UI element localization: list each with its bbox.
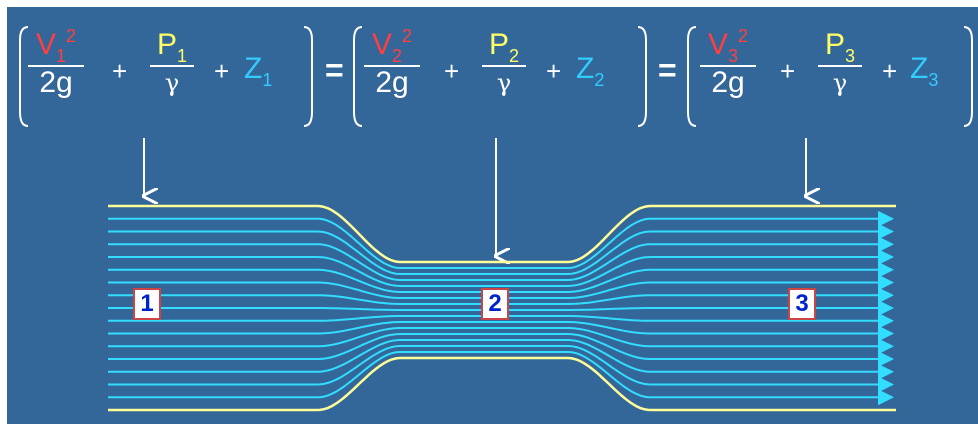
elevation-symbol-1: Z bbox=[244, 52, 263, 85]
pressure-symbol-2: P bbox=[488, 28, 509, 61]
right-bracket-3 bbox=[963, 26, 973, 127]
denominator-gamma-1: γ bbox=[164, 69, 180, 97]
streamline bbox=[108, 345, 894, 393]
equals-sign: = bbox=[325, 52, 344, 88]
fraction-bar bbox=[818, 65, 862, 67]
streamline bbox=[108, 333, 894, 367]
plus-sign: + bbox=[112, 56, 128, 86]
pressure-head-2: P2 γ bbox=[482, 28, 526, 99]
elevation-symbol-2: Z bbox=[576, 52, 595, 85]
fraction-bar bbox=[482, 65, 526, 67]
fraction-bar bbox=[150, 65, 194, 67]
denominator-2g-3: 2g bbox=[711, 66, 745, 99]
pressure-symbol-1: P bbox=[156, 28, 177, 61]
streamline bbox=[108, 236, 894, 281]
streamline bbox=[108, 249, 894, 287]
pressure-subscript-1: 1 bbox=[177, 46, 188, 66]
denominator-gamma-2: γ bbox=[496, 69, 512, 97]
pressure-subscript-2: 2 bbox=[509, 46, 520, 66]
velocity-symbol-3: V bbox=[707, 28, 728, 61]
elevation-subscript-2: 2 bbox=[594, 70, 605, 90]
velocity-subscript-2: 2 bbox=[391, 46, 402, 66]
velocity-head-1: V12 2g bbox=[28, 26, 84, 99]
streamline bbox=[108, 327, 894, 355]
velocity-head-3: V32 2g bbox=[700, 26, 756, 99]
velocity-subscript-3: 3 bbox=[727, 46, 738, 66]
left-bracket-3 bbox=[687, 26, 697, 127]
fraction-bar bbox=[700, 65, 756, 67]
diagram-panel bbox=[7, 7, 978, 424]
elevation-head-2: Z2 bbox=[576, 52, 604, 90]
velocity-exponent-1: 2 bbox=[66, 26, 77, 46]
velocity-subscript-1: 1 bbox=[55, 46, 66, 66]
velocity-exponent-3: 2 bbox=[738, 26, 749, 46]
velocity-symbol-1: V bbox=[35, 28, 56, 61]
denominator-2g-2: 2g bbox=[375, 66, 409, 99]
plus-sign: + bbox=[882, 56, 898, 86]
streamline bbox=[108, 351, 894, 406]
velocity-head-2: V22 2g bbox=[364, 26, 420, 99]
right-bracket-2 bbox=[637, 26, 647, 127]
plus-sign: + bbox=[444, 56, 460, 86]
streamline bbox=[108, 210, 894, 269]
plus-sign: + bbox=[780, 56, 796, 86]
streamline bbox=[108, 223, 894, 275]
right-bracket-1 bbox=[303, 26, 313, 127]
denominator-gamma-3: γ bbox=[832, 69, 848, 97]
streamline bbox=[108, 339, 894, 380]
elevation-head-3: Z3 bbox=[910, 52, 938, 90]
pressure-symbol-3: P bbox=[824, 28, 845, 61]
velocity-exponent-2: 2 bbox=[402, 26, 413, 46]
section-label-2: 2 bbox=[481, 288, 509, 320]
velocity-symbol-2: V bbox=[371, 28, 392, 61]
plus-sign: + bbox=[214, 56, 230, 86]
section-label-3: 3 bbox=[788, 288, 816, 320]
elevation-symbol-3: Z bbox=[910, 52, 929, 85]
pipe-bottom-wall bbox=[108, 356, 896, 412]
pressure-subscript-3: 3 bbox=[845, 46, 856, 66]
plus-sign: + bbox=[546, 56, 562, 86]
elevation-subscript-3: 3 bbox=[928, 70, 939, 90]
elevation-subscript-1: 1 bbox=[262, 70, 273, 90]
pressure-head-1: P1 γ bbox=[150, 28, 194, 99]
denominator-2g-1: 2g bbox=[39, 66, 73, 99]
left-bracket-2 bbox=[353, 26, 363, 127]
section-label-1: 1 bbox=[133, 288, 161, 320]
pressure-head-3: P3 γ bbox=[818, 28, 862, 99]
fraction-bar bbox=[28, 65, 84, 67]
left-bracket-1 bbox=[19, 26, 29, 127]
fraction-bar bbox=[364, 65, 420, 67]
pipe-top-wall bbox=[108, 204, 896, 264]
elevation-head-1: Z1 bbox=[244, 52, 272, 90]
equals-sign: = bbox=[658, 52, 677, 88]
streamline bbox=[108, 321, 894, 342]
